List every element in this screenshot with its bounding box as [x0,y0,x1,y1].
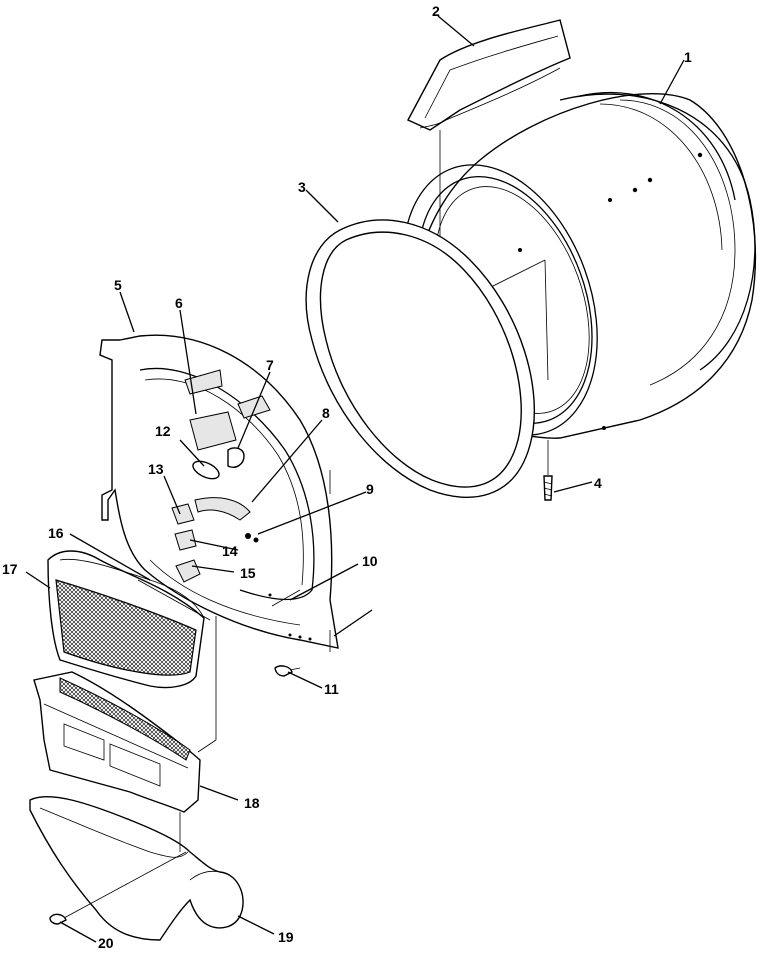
callout-12: 12 [155,423,171,439]
callout-1: 1 [684,49,692,65]
callout-17: 17 [2,561,18,577]
duct-part [29,796,244,941]
callout-4: 4 [594,475,602,491]
callout-16: 16 [48,525,64,541]
screw-part [543,440,553,501]
callout-13: 13 [148,461,164,477]
bulkhead-part [99,334,339,652]
callout-5: 5 [114,277,122,293]
callout-8: 8 [322,405,330,421]
callout-7: 7 [266,357,274,373]
callout-6: 6 [175,295,183,311]
screw-20-part [49,851,187,925]
lint-screen-part [47,550,211,689]
callout-2: 2 [432,3,440,19]
leader-lines [25,15,685,943]
baffle-part [407,19,571,310]
callout-18: 18 [244,795,260,811]
callout-11: 11 [324,681,339,697]
callout-14: 14 [222,543,238,559]
callout-20: 20 [98,935,114,951]
callout-19: 19 [278,929,294,945]
callout-3: 3 [298,179,306,195]
callout-15: 15 [240,565,256,581]
callout-10: 10 [362,553,378,569]
seal-ring-part [305,219,536,498]
callout-9: 9 [366,481,374,497]
filter-housing-part [33,616,217,813]
rod-10-part [253,537,301,607]
screw-11-part [274,665,301,677]
callout-labels: 2 1 3 4 5 6 7 8 9 10 11 12 13 14 15 16 1… [2,3,692,951]
